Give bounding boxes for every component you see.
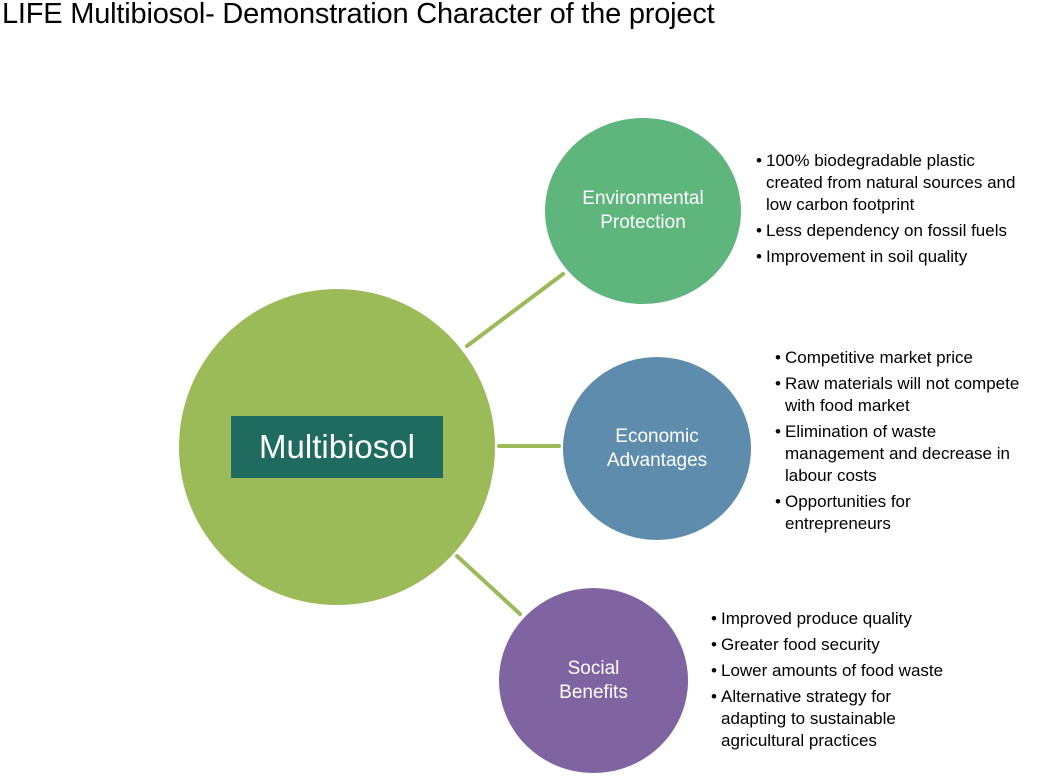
node-label-social: Social Benefits bbox=[519, 657, 669, 705]
bullet-item: Elimination of waste management and decre… bbox=[772, 421, 1019, 487]
bullet-line: low carbon footprint bbox=[766, 195, 915, 214]
bullet-item: Raw materials will not compete with food … bbox=[772, 373, 1019, 417]
hub-circle: Multibiosol bbox=[179, 289, 495, 605]
bullet-line: Improvement in soil quality bbox=[766, 247, 968, 266]
bullet-line: entrepreneurs bbox=[785, 514, 891, 533]
bullet-list-economic: Competitive market price Raw materials w… bbox=[772, 347, 1019, 539]
bullet-line: created from natural sources and bbox=[766, 173, 1016, 192]
connector-social bbox=[455, 554, 522, 616]
node-label-environmental: Environmental Protection bbox=[568, 187, 718, 235]
bullet-line: labour costs bbox=[785, 466, 877, 485]
bullet-item: Improved produce quality bbox=[708, 608, 943, 630]
node-label-line: Social bbox=[567, 657, 620, 679]
bullet-item: Lower amounts of food waste bbox=[708, 660, 943, 682]
node-label-line: Benefits bbox=[559, 681, 628, 703]
bullet-line: with food market bbox=[785, 396, 910, 415]
bullet-item: Opportunities for entrepreneurs bbox=[772, 491, 1019, 535]
node-environmental-protection: Environmental Protection bbox=[545, 118, 741, 304]
bullet-item: Less dependency on fossil fuels bbox=[753, 220, 1015, 242]
bullet-line: agricultural practices bbox=[721, 731, 877, 750]
node-economic-advantages: Economic Advantages bbox=[563, 357, 751, 540]
bullet-line: 100% biodegradable plastic bbox=[766, 151, 975, 170]
bullet-line: Alternative strategy for bbox=[721, 687, 892, 706]
bullet-item: 100% biodegradable plastic created from n… bbox=[753, 150, 1015, 216]
bullet-line: Lower amounts of food waste bbox=[721, 661, 944, 680]
bullet-item: Competitive market price bbox=[772, 347, 1019, 369]
bullet-line: Opportunities for bbox=[785, 492, 911, 511]
bullet-line: Elimination of waste bbox=[785, 422, 937, 441]
bullet-line: adapting to sustainable bbox=[721, 709, 896, 728]
node-label-line: Environmental bbox=[582, 188, 704, 209]
node-label-line: Protection bbox=[600, 212, 686, 233]
node-label-line: Advantages bbox=[606, 449, 708, 471]
node-social-benefits: Social Benefits bbox=[499, 588, 688, 773]
bullet-line: Improved produce quality bbox=[721, 609, 912, 628]
hub-label: Multibiosol bbox=[231, 416, 443, 478]
bullet-item: Alternative strategy for adapting to sust… bbox=[708, 686, 943, 752]
bullet-list-social: Improved produce quality Greater food se… bbox=[708, 608, 943, 756]
bullet-line: Greater food security bbox=[721, 635, 880, 654]
bullet-line: Less dependency on fossil fuels bbox=[766, 221, 1007, 240]
bullet-item: Greater food security bbox=[708, 634, 943, 656]
bullet-line: management and decrease in bbox=[785, 444, 1010, 463]
node-label-economic: Economic Advantages bbox=[582, 425, 732, 473]
bullet-line: Competitive market price bbox=[785, 348, 974, 367]
node-label-line: Economic bbox=[615, 425, 699, 447]
page-title: LIFE Multibiosol- Demonstration Characte… bbox=[2, 0, 715, 30]
bullet-list-environmental: 100% biodegradable plastic created from n… bbox=[753, 150, 1015, 272]
bullet-line: Raw materials will not compete bbox=[785, 374, 1020, 393]
connector-environmental bbox=[465, 272, 565, 348]
bullet-item: Improvement in soil quality bbox=[753, 246, 1015, 268]
